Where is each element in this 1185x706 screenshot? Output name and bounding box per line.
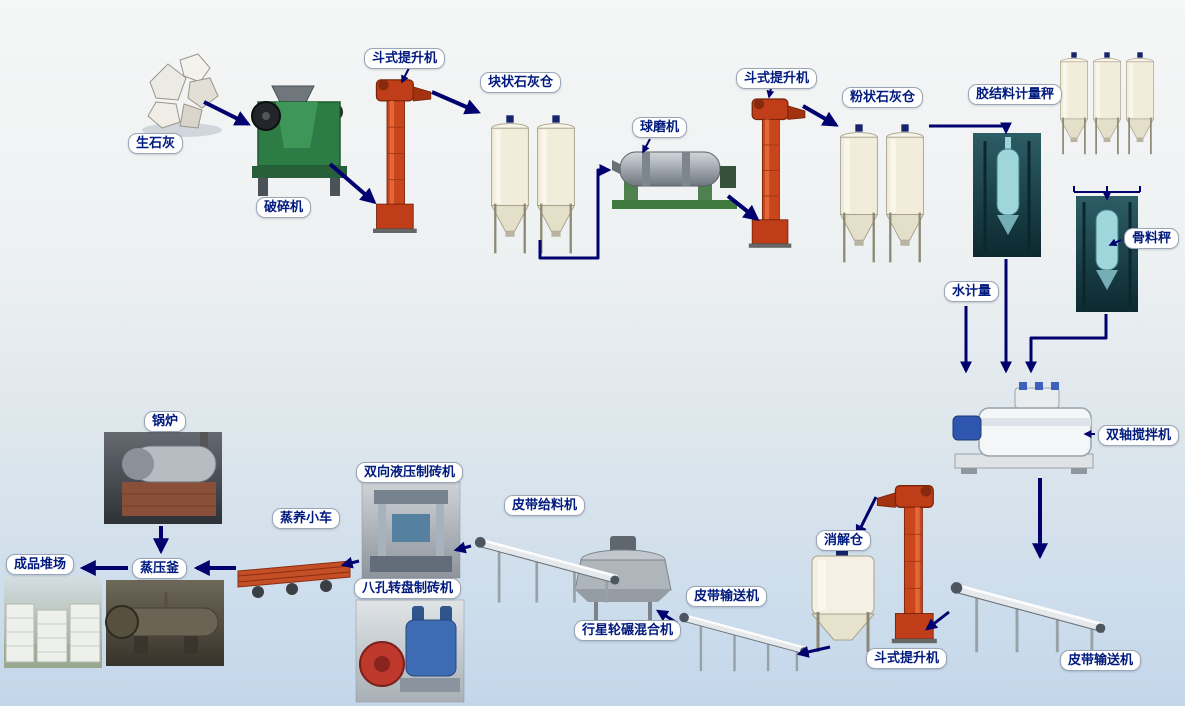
water-meter-label: 水计量: [944, 281, 1000, 302]
aggregate-silos-image: [1059, 51, 1155, 156]
rotary-brick-machine-label: 八孔转盘制砖机: [354, 578, 462, 599]
digestion-silo-image: [810, 548, 876, 652]
aggregate-scale-image: [1076, 196, 1138, 312]
product-yard-image: [4, 576, 102, 668]
boiler-label: 锅炉: [144, 411, 187, 432]
rotary-brick-machine-image: [355, 599, 465, 703]
steam-curing-cart-image: [237, 560, 351, 598]
powder-lime-silo-image: [839, 123, 925, 264]
planetary-mixer-label: 行星轮碾混合机: [574, 620, 682, 641]
belt-conveyor-mid-label: 皮带输送机: [686, 586, 768, 607]
belt-conveyor-right-image: [949, 580, 1107, 654]
aggregate-scale-label: 骨料秤: [1124, 228, 1180, 249]
flow-arrows: [79, 67, 1141, 658]
boiler-image: [104, 432, 222, 524]
bucket-elevator-1-label: 斗式提升机: [364, 48, 446, 69]
crusher-label: 破碎机: [256, 197, 312, 218]
steam-curing-cart-label: 蒸养小车: [272, 508, 341, 529]
autoclave-image: [105, 580, 224, 666]
digestion-silo-label: 消解仓: [816, 530, 872, 551]
hydraulic-brick-machine-label: 双向液压制砖机: [356, 462, 464, 483]
bucket-elevator-2-image: [748, 98, 806, 249]
autoclave-label: 蒸压釜: [132, 558, 188, 579]
belt-conveyor-mid-image: [677, 611, 810, 673]
binder-scale-label: 胶结料计量秤: [968, 84, 1063, 105]
bucket-elevator-2-label: 斗式提升机: [736, 68, 818, 89]
ball-mill-image: [612, 151, 737, 209]
planetary-mixer-image: [574, 536, 672, 624]
bucket-elevator-3-label: 斗式提升机: [866, 648, 948, 669]
bucket-elevator-1-image: [372, 79, 432, 234]
lump-lime-silo-image: [490, 114, 576, 255]
quicklime-label: 生石灰: [128, 133, 184, 154]
hydraulic-brick-machine-image: [361, 481, 461, 579]
twin-shaft-mixer-image: [952, 382, 1094, 474]
crusher-image: [251, 85, 347, 196]
twin-shaft-mixer-label: 双轴搅拌机: [1098, 425, 1180, 446]
lump-lime-silo-label: 块状石灰仓: [480, 72, 562, 93]
product-yard-label: 成品堆场: [6, 554, 75, 575]
belt-feeder-label: 皮带给料机: [504, 495, 586, 516]
bucket-elevator-3-image: [876, 484, 938, 644]
belt-conveyor-right-label: 皮带输送机: [1060, 650, 1142, 671]
quicklime-image: [142, 53, 222, 137]
powder-lime-silo-label: 粉状石灰仓: [842, 87, 924, 108]
binder-scale-image: [973, 133, 1041, 257]
ball-mill-label: 球磨机: [632, 117, 688, 138]
